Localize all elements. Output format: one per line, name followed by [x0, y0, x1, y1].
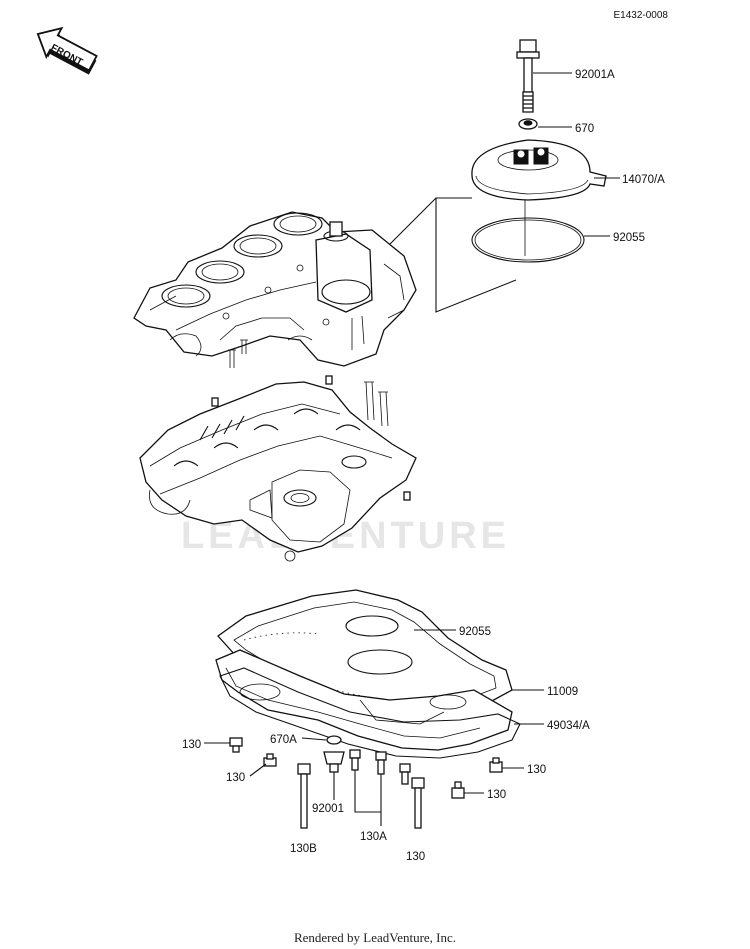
pan-bolt-left-2 — [263, 753, 277, 767]
cover-o-ring — [471, 217, 585, 263]
callout-130B: 130B — [290, 843, 317, 855]
callout-92001: 92001 — [312, 803, 344, 815]
callout-130A: 130A — [360, 831, 387, 843]
callout-670A: 670A — [270, 734, 297, 746]
top-washer — [518, 118, 538, 130]
callout-92001A: 92001A — [575, 69, 615, 81]
breather-bolt — [516, 39, 540, 113]
pan-bolt-bottom — [411, 777, 425, 829]
lower-crankcase — [139, 375, 417, 562]
pan-bolt-left-1 — [229, 737, 243, 753]
callout-130-left-2: 130 — [226, 772, 245, 784]
callout-130-right-2: 130 — [487, 789, 506, 801]
pan-bolt-long — [297, 763, 311, 829]
cover-location-bracket — [435, 197, 517, 313]
callout-130-right-1: 130 — [527, 764, 546, 776]
oil-pan-gasket-lower — [219, 667, 521, 759]
callout-130-bottom: 130 — [406, 851, 425, 863]
footer-credit: Rendered by LeadVenture, Inc. — [294, 930, 456, 945]
pan-bolts-130A — [349, 749, 411, 785]
callout-670: 670 — [575, 123, 594, 135]
breather-cover — [471, 139, 607, 201]
callout-92055-pan: 92055 — [459, 626, 491, 638]
drain-plug — [323, 751, 345, 773]
pan-bolt-right-1 — [489, 757, 503, 773]
callout-92055-top: 92055 — [613, 232, 645, 244]
callout-130-left-1: 130 — [182, 739, 201, 751]
callout-49034A: 49034/A — [547, 720, 590, 732]
oil-pan — [215, 649, 513, 751]
front-arrow-icon — [36, 26, 98, 75]
callout-14070A: 14070/A — [622, 174, 665, 186]
upper-crankcase — [133, 211, 417, 368]
pan-bolt-right-2 — [451, 781, 465, 799]
reference-code: E1432-0008 — [614, 10, 669, 21]
callout-11009: 11009 — [547, 686, 578, 698]
drain-washer — [326, 735, 342, 745]
